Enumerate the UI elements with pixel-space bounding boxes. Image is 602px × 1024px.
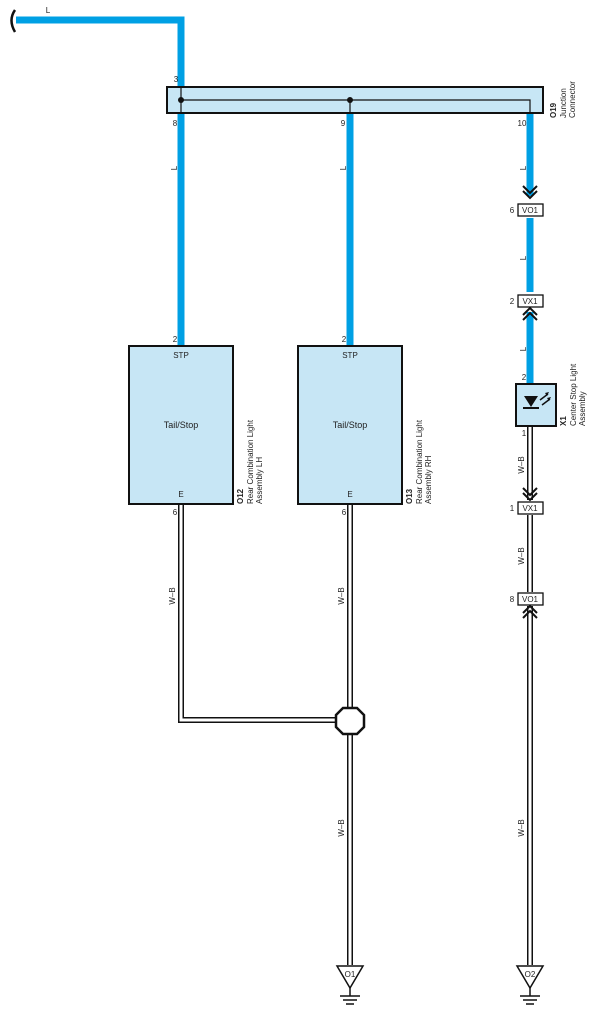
lamp-lh-box	[128, 345, 234, 505]
lamp-lh-name-line1: Rear Combination Light	[246, 419, 255, 504]
junction-id: O19	[549, 102, 558, 118]
lamp-rh-id: O13	[405, 488, 414, 504]
connector-2-name: VX1	[522, 297, 538, 306]
lamp-rh-caption: O13	[405, 488, 414, 504]
center-stop-name-2: Assembly	[578, 391, 587, 426]
center-stop-caption: X1	[559, 416, 568, 426]
junction-pin-c: 10	[518, 119, 527, 128]
label-lh-upper: L	[170, 165, 179, 170]
label-rh-lower: W–B	[337, 587, 346, 604]
lamp-lh-name-2: Assembly LH	[255, 457, 264, 504]
center-stop-light	[515, 383, 557, 427]
label-right-4: W–B	[517, 456, 526, 473]
label-rh-upper: L	[339, 165, 348, 170]
lamp-lh-name-1: Rear Combination Light	[246, 419, 255, 504]
splice-dot-a	[178, 97, 184, 103]
wire-label-right-3: L	[519, 346, 528, 351]
ground-o1	[335, 965, 365, 1005]
lamp-rh-box	[297, 345, 403, 505]
wire-label-right-5: W–B	[517, 547, 526, 564]
wire-label-lh-lower: W–B	[168, 587, 177, 604]
junction-name-1: Junction	[559, 88, 568, 118]
lamp-lh-pin-top: 2	[173, 335, 178, 344]
center-stop-name-1: Center Stop Light	[569, 363, 578, 426]
wire-label-lh-upper: L	[170, 165, 179, 170]
lamp-rh-name-line1: Rear Combination Light	[415, 419, 424, 504]
junction-name-2: Connector	[568, 81, 577, 118]
white-wires	[178, 426, 533, 965]
lamp-lh-id: O12	[236, 488, 245, 504]
wire-break-icon	[10, 9, 17, 33]
wire-top-input	[16, 16, 185, 88]
wire-label-right-1: L	[519, 165, 528, 170]
lamp-rh-name-1: Rear Combination Light	[415, 419, 424, 504]
top-wire-label: L	[46, 6, 51, 15]
junction-pin-in: 3	[174, 75, 179, 84]
center-stop-pin-bottom: 1	[522, 429, 527, 438]
lamp-rh-name-2: Assembly RH	[424, 455, 433, 504]
lamp-rh-term-bottom: E	[347, 490, 352, 499]
lamp-rh-name-line2: Assembly RH	[424, 455, 433, 504]
junction-caption: O19	[549, 102, 558, 118]
lamp-lh-pin-bottom: 6	[173, 508, 178, 517]
blue-wires	[16, 16, 534, 385]
wire-label-right-4: W–B	[517, 456, 526, 473]
label-right-5: W–B	[517, 547, 526, 564]
lamp-lh-caption: O12	[236, 488, 245, 504]
lamp-lh-term-bottom: E	[178, 490, 183, 499]
splice-dot-b	[347, 97, 353, 103]
lamp-rh-pin-bottom: 6	[342, 508, 347, 517]
connector-4-name: VO1	[522, 595, 539, 604]
junction-connector	[166, 86, 544, 114]
connector-2-pin: 2	[510, 297, 515, 306]
label-ground-rh: W–B	[337, 819, 346, 836]
wire-lh-lower-inner	[179, 504, 338, 722]
lamp-lh-name-line2: Assembly LH	[255, 457, 264, 504]
connector-vx1-bottom	[517, 487, 544, 515]
connector-3-pin: 1	[510, 504, 515, 513]
junction-pin-b: 9	[341, 119, 346, 128]
wire-label-ground-rh: W–B	[337, 819, 346, 836]
center-stop-name-line1: Center Stop Light	[569, 363, 578, 426]
junction-name-line1: Junction	[559, 88, 568, 118]
lamp-lh-function: Tail/Stop	[164, 420, 199, 430]
connector-vo1-top	[517, 185, 544, 217]
connector-1-pin: 6	[510, 206, 515, 215]
ground-o2-label: O2	[525, 970, 536, 979]
wire-label-rh-upper: L	[339, 165, 348, 170]
ground-o2	[515, 965, 545, 1005]
junction-name-line2: Connector	[568, 81, 577, 118]
connector-4-pin: 8	[510, 595, 515, 604]
connector-3-name: VX1	[522, 504, 538, 513]
junction-pin-a: 8	[173, 119, 178, 128]
led-icon	[524, 396, 538, 407]
wire-lh-lower-outer	[178, 504, 338, 723]
ground-o1-label: O1	[345, 970, 356, 979]
center-stop-pin-top: 2	[522, 373, 527, 382]
label-right-2: L	[519, 255, 528, 260]
wire-label-right-2: L	[519, 255, 528, 260]
label-lh-lower: W–B	[168, 587, 177, 604]
connector-vo1-bottom	[517, 592, 544, 619]
wire-label-ground-right: W–B	[517, 819, 526, 836]
wire-label-rh-lower: W–B	[337, 587, 346, 604]
connector-1-name: VO1	[522, 206, 539, 215]
label-right-3: L	[519, 346, 528, 351]
lamp-rh-pin-top: 2	[342, 335, 347, 344]
lamp-rh-function: Tail/Stop	[333, 420, 368, 430]
splice-octagon	[334, 706, 366, 736]
label-ground-right: W–B	[517, 819, 526, 836]
label-right-1: L	[519, 165, 528, 170]
center-stop-id: X1	[559, 416, 568, 426]
connector-vx1-top	[517, 294, 544, 321]
lamp-lh-term-top: STP	[173, 351, 189, 360]
lamp-rh-term-top: STP	[342, 351, 358, 360]
center-stop-name-line2: Assembly	[578, 391, 587, 426]
